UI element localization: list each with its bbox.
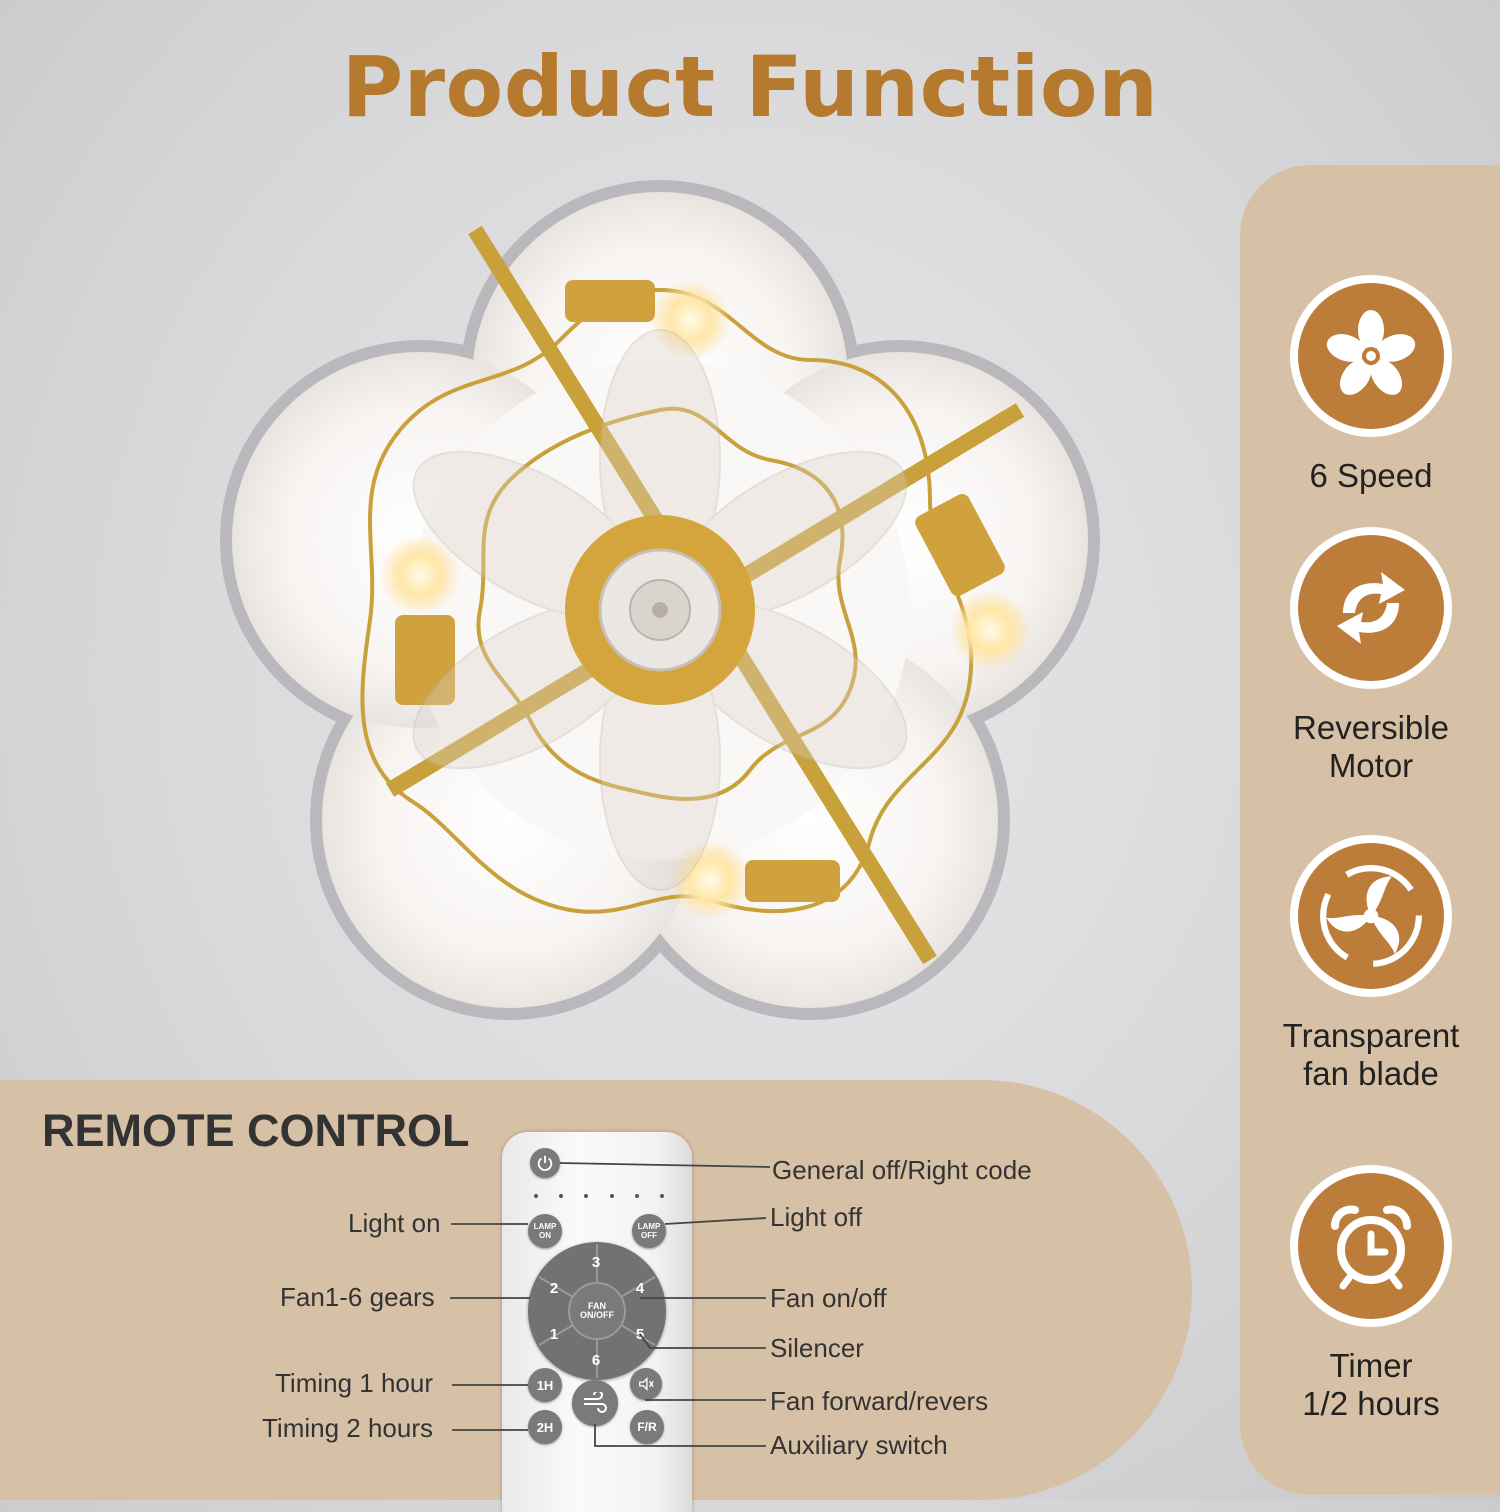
remote-control: LAMP ON LAMP OFF 3 4 5 6 1 2 FAN ON/OFF …	[502, 1132, 692, 1512]
gear-2-button[interactable]: 2	[549, 1279, 559, 1297]
power-button[interactable]	[530, 1148, 560, 1178]
feature-blade: Transparent fan blade	[1240, 835, 1500, 1093]
timer-2h-button[interactable]: 2H	[528, 1410, 562, 1444]
forward-reverse-button[interactable]: F/R	[630, 1410, 664, 1444]
reverse-arrows-icon	[1337, 572, 1405, 644]
callout-timing-2h: Timing 2 hours	[262, 1413, 433, 1443]
feature-panel: 6 Speed Reversible Motor Transparent fan…	[1240, 165, 1500, 1495]
timer-1h-button[interactable]: 1H	[528, 1368, 562, 1402]
gear-3-button[interactable]: 3	[591, 1253, 601, 1271]
auxiliary-switch-button[interactable]	[572, 1380, 618, 1426]
silencer-button[interactable]	[630, 1368, 662, 1400]
callout-light-off: Light off	[770, 1202, 863, 1232]
remote-title: REMOTE CONTROL	[42, 1105, 470, 1156]
callout-fan-forward: Fan forward/revers	[770, 1386, 989, 1416]
flower-shade	[220, 180, 1100, 1020]
feature-reversible: Reversible Motor	[1240, 527, 1500, 785]
gear-4-button[interactable]: 4	[635, 1279, 645, 1297]
lamp-on-button[interactable]: LAMP ON	[528, 1214, 562, 1248]
fan-onoff-button[interactable]: FAN ON/OFF	[580, 1301, 614, 1320]
callout-timing-1h: Timing 1 hour	[275, 1368, 433, 1398]
led-dots	[534, 1194, 664, 1198]
power-icon	[537, 1155, 553, 1171]
feature-label: Timer 1/2 hours	[1302, 1347, 1440, 1422]
page-title: Product Function	[341, 38, 1159, 136]
inner-wire	[476, 406, 858, 801]
callout-light-on: Light on	[348, 1208, 441, 1238]
fan-speed-dial[interactable]: 3 4 5 6 1 2 FAN ON/OFF	[528, 1242, 666, 1380]
callout-general-off: General off/Right code	[772, 1155, 1032, 1185]
light-bulbs	[380, 280, 1030, 920]
callout-fan-onoff: Fan on/off	[770, 1283, 887, 1313]
feature-label: Reversible Motor	[1293, 709, 1449, 784]
callout-auxiliary: Auxiliary switch	[770, 1430, 948, 1460]
callout-fan-gears: Fan1-6 gears	[280, 1282, 435, 1312]
feature-timer: Timer 1/2 hours	[1240, 1165, 1500, 1423]
wind-icon	[584, 1392, 607, 1413]
ceiling-fan-illustration	[220, 180, 1100, 1020]
lamp-off-button[interactable]: LAMP OFF	[632, 1214, 666, 1248]
gear-6-button[interactable]: 6	[591, 1351, 601, 1369]
gear-5-button[interactable]: 5	[635, 1325, 645, 1343]
swirl-blade-icon	[1320, 865, 1422, 967]
feature-label: 6 Speed	[1309, 457, 1433, 494]
callout-silencer: Silencer	[770, 1333, 864, 1363]
fan-icon	[1326, 310, 1416, 395]
alarm-clock-icon	[1331, 1205, 1411, 1290]
mute-icon	[639, 1376, 654, 1392]
outer-wire	[360, 287, 974, 914]
feature-speed: 6 Speed	[1240, 275, 1500, 495]
gear-1-button[interactable]: 1	[549, 1325, 559, 1343]
feature-label: Transparent fan blade	[1282, 1017, 1460, 1092]
